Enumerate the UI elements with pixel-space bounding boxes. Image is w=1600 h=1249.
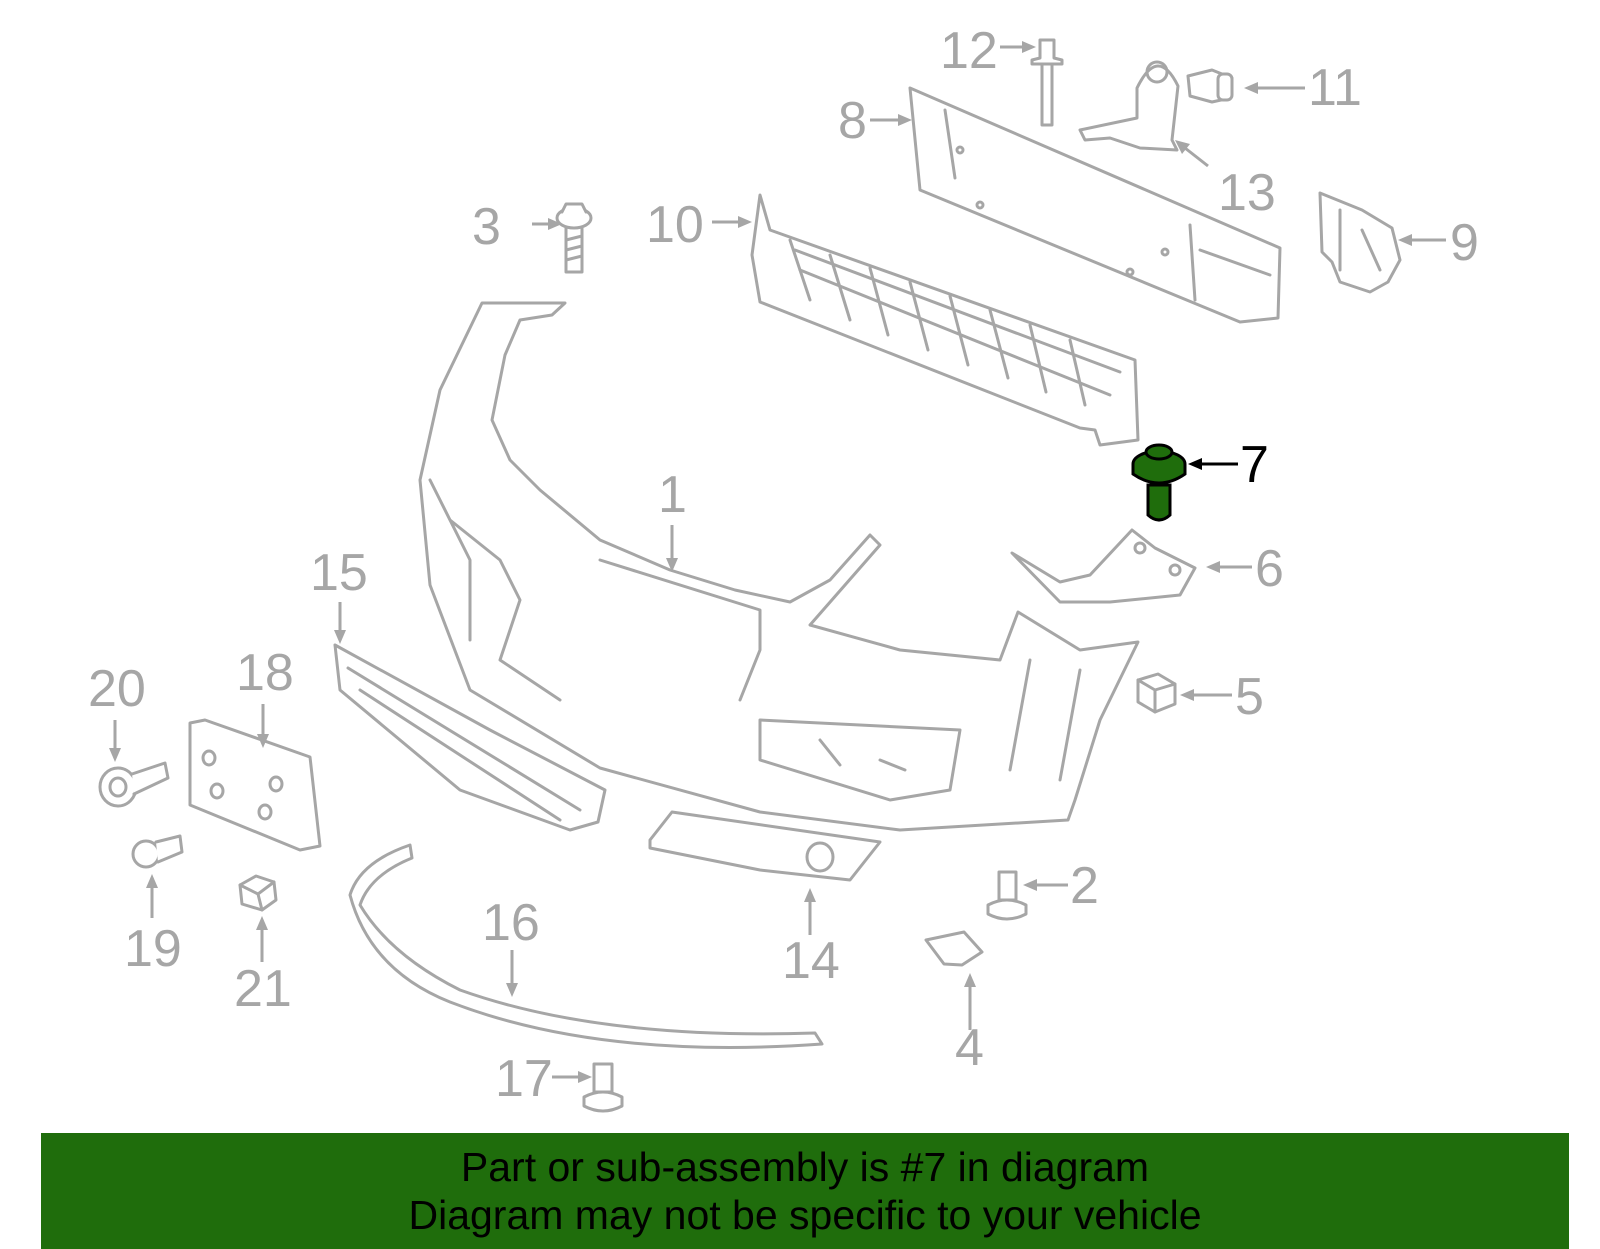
part-1-bumper-cover[interactable] [418,301,1140,832]
callout-1[interactable]: 1 [658,466,687,524]
callout-18[interactable]: 18 [236,644,294,702]
part-21-nut[interactable] [238,874,278,912]
part-15-lower-grille[interactable] [333,643,607,832]
part-19-bolt[interactable] [131,834,184,869]
part-11-clip[interactable] [1186,68,1234,104]
part-7-bolt-selected[interactable] [1131,443,1187,522]
part-10-energy-absorber[interactable] [750,193,1140,447]
callout-9[interactable]: 9 [1450,214,1479,272]
part-13-bracket[interactable] [1078,60,1180,152]
callout-13[interactable]: 13 [1218,164,1276,222]
banner-line-part: Part or sub-assembly is #7 in diagram [460,1144,1150,1190]
callout-21[interactable]: 21 [234,960,292,1018]
callout-20[interactable]: 20 [88,660,146,718]
callout-10[interactable]: 10 [646,196,704,254]
callout-19[interactable]: 19 [124,920,182,978]
part-5-nut[interactable] [1136,672,1177,714]
callout-3[interactable]: 3 [472,198,501,256]
part-4-clip[interactable] [924,930,984,967]
callout-6[interactable]: 6 [1255,540,1284,598]
info-banner: Part or sub-assembly is #7 in diagram Di… [41,1133,1569,1249]
part-9-bracket[interactable] [1318,191,1402,294]
part-14-fog-trim[interactable] [648,810,882,882]
callout-16[interactable]: 16 [482,894,540,952]
part-2-bolt[interactable] [986,870,1028,921]
part-12-pin[interactable] [1030,38,1064,127]
callout-7-selected[interactable]: 7 [1240,436,1269,494]
part-16-lower-strip[interactable] [348,843,824,1049]
part-6-bracket[interactable] [1010,528,1197,604]
part-20-bolt[interactable] [98,761,170,808]
part-18-license-bracket[interactable] [188,718,322,852]
callout-12[interactable]: 12 [940,22,998,80]
callout-2[interactable]: 2 [1070,857,1099,915]
callout-4[interactable]: 4 [955,1019,984,1077]
callout-8[interactable]: 8 [838,92,867,150]
callout-arrows [109,41,1446,1083]
callout-14[interactable]: 14 [782,932,840,990]
part-8-reinforcement-bar[interactable] [908,86,1282,324]
callout-11[interactable]: 11 [1308,59,1362,117]
callout-labels: 12 11 8 13 3 10 9 1 7 6 5 15 18 20 19 21… [88,22,1479,1108]
part-17-bolt[interactable] [582,1062,624,1113]
banner-line-disclaimer: Diagram may not be specific to your vehi… [408,1192,1202,1238]
callout-15[interactable]: 15 [310,544,368,602]
callout-17[interactable]: 17 [495,1050,553,1108]
callout-5[interactable]: 5 [1235,668,1264,726]
part-3-bolt[interactable] [555,202,593,274]
